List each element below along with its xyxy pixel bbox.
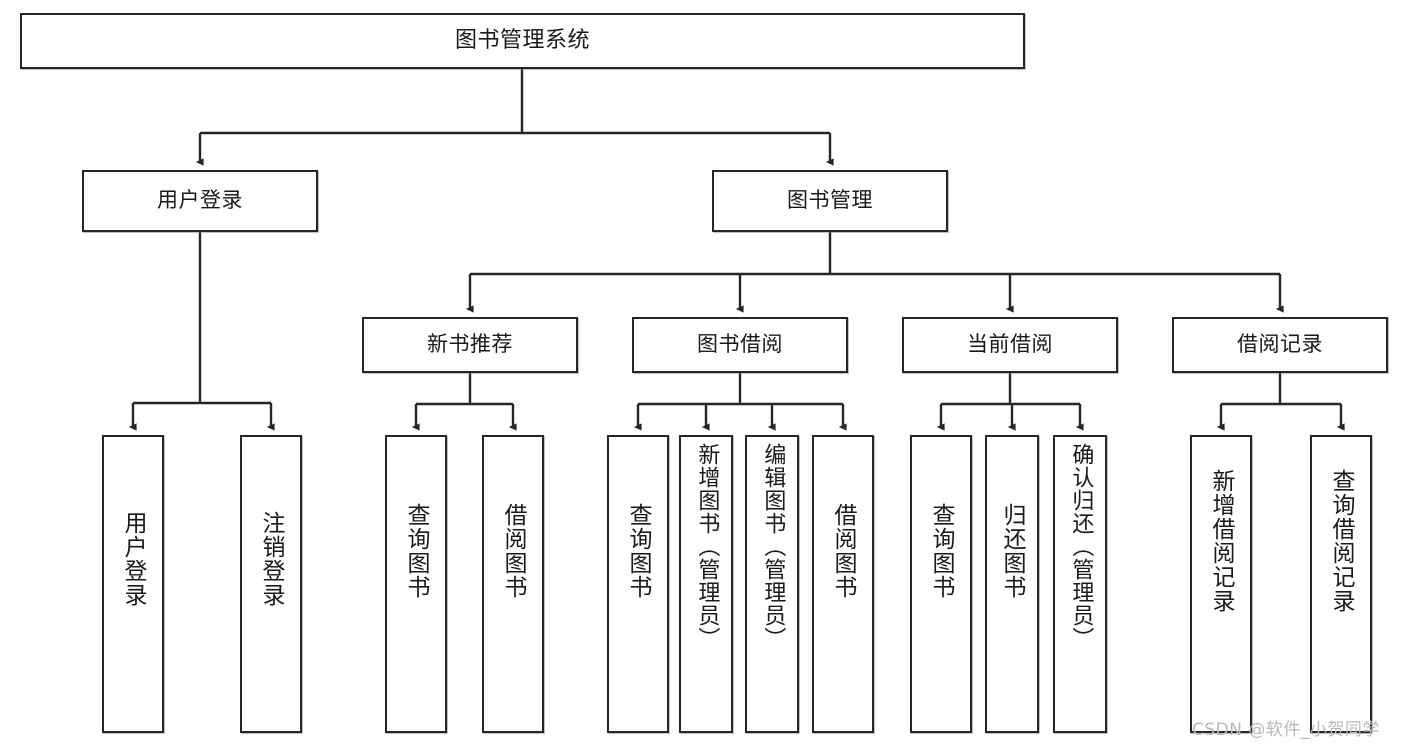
node-query-borrow-record-label: 查询借阅记录 <box>1328 469 1355 613</box>
node-query-book-current[interactable]: 查询图书 <box>910 435 972 733</box>
node-borrow-book-recommend-label: 借阅图书 <box>500 503 527 599</box>
node-query-book-recommend[interactable]: 查询图书 <box>385 435 447 733</box>
node-borrow-book-borrow-label: 借阅图书 <box>830 503 857 599</box>
node-edit-book-admin[interactable]: 编辑图书（管理员） <box>745 435 799 733</box>
node-query-book-current-label: 查询图书 <box>928 503 955 599</box>
node-borrow-record-label: 借阅记录 <box>1237 332 1323 357</box>
node-logout-action[interactable]: 注销登录 <box>240 435 302 733</box>
node-return-book-label: 归还图书 <box>999 503 1026 599</box>
node-user-login-action[interactable]: 用户登录 <box>102 435 164 733</box>
node-query-book-recommend-label: 查询图书 <box>403 503 430 599</box>
node-borrow-record[interactable]: 借阅记录 <box>1172 317 1388 373</box>
node-query-borrow-record[interactable]: 查询借阅记录 <box>1310 435 1372 733</box>
node-new-book-recommend-label: 新书推荐 <box>427 332 513 357</box>
node-current-borrow[interactable]: 当前借阅 <box>902 317 1118 373</box>
node-add-borrow-record[interactable]: 新增借阅记录 <box>1190 435 1252 733</box>
node-user-login-label: 用户登录 <box>157 188 243 213</box>
node-query-book-borrow-label: 查询图书 <box>625 503 652 599</box>
watermark-text: CSDN @软件_小贺同学 <box>1192 720 1380 740</box>
node-return-book[interactable]: 归还图书 <box>985 435 1039 733</box>
node-query-book-borrow[interactable]: 查询图书 <box>607 435 669 733</box>
node-confirm-return-admin[interactable]: 确认归还（管理员） <box>1053 435 1107 733</box>
node-book-borrow[interactable]: 图书借阅 <box>632 317 848 373</box>
node-user-login-action-label: 用户登录 <box>120 511 147 607</box>
node-confirm-return-admin-label: 确认归还（管理员） <box>1068 443 1094 650</box>
node-logout-action-label: 注销登录 <box>258 511 285 607</box>
node-borrow-book-recommend[interactable]: 借阅图书 <box>482 435 544 733</box>
node-edit-book-admin-label: 编辑图书（管理员） <box>760 443 786 650</box>
node-add-borrow-record-label: 新增借阅记录 <box>1208 469 1235 613</box>
node-book-borrow-label: 图书借阅 <box>697 332 783 357</box>
node-add-book-admin-label: 新增图书（管理员） <box>694 443 720 650</box>
node-current-borrow-label: 当前借阅 <box>967 332 1053 357</box>
node-book-management[interactable]: 图书管理 <box>712 170 948 232</box>
node-add-book-admin[interactable]: 新增图书（管理员） <box>679 435 733 733</box>
node-new-book-recommend[interactable]: 新书推荐 <box>362 317 578 373</box>
node-book-management-label: 图书管理 <box>787 188 873 213</box>
node-borrow-book-borrow[interactable]: 借阅图书 <box>812 435 874 733</box>
node-user-login[interactable]: 用户登录 <box>82 170 318 232</box>
node-root-label: 图书管理系统 <box>454 27 590 53</box>
node-root[interactable]: 图书管理系统 <box>20 13 1025 69</box>
